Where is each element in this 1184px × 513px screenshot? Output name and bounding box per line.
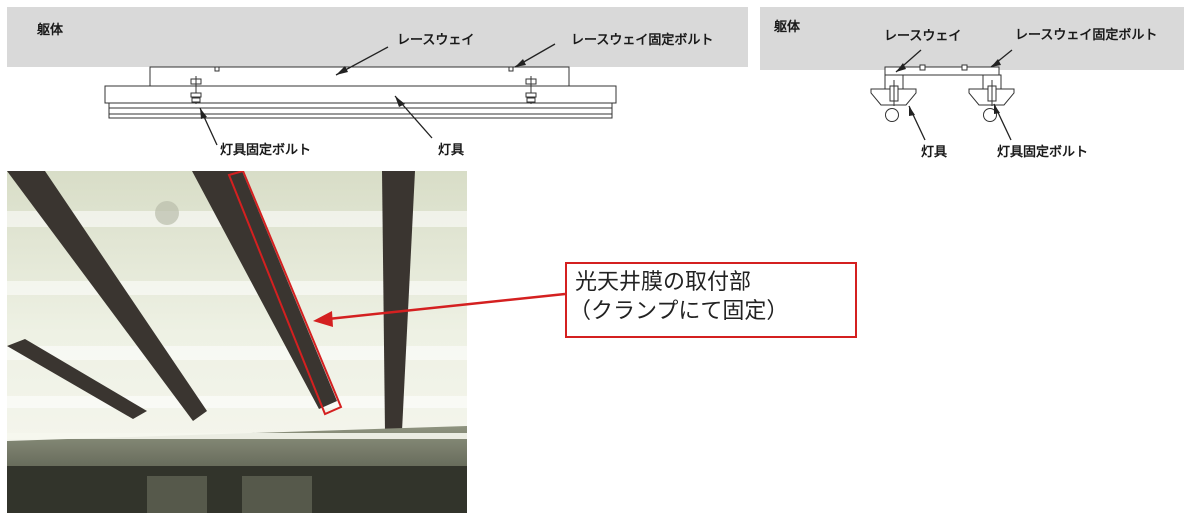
structure-band-right [760, 7, 1184, 70]
callout-box: 光天井膜の取付部 （クランプにて固定） [565, 262, 857, 338]
callout-line-1: 光天井膜の取付部 [575, 270, 752, 295]
raceway-bolt-label: レースウェイ固定ボルト [571, 33, 714, 48]
beam-4 [7, 339, 147, 419]
fixture-label-right: 灯具 [921, 145, 948, 160]
fixture-bolt-label-right: 灯具固定ボルト [997, 145, 1089, 160]
raceway-label-right: レースウェイ [884, 29, 962, 44]
fixture-bolt-label: 灯具固定ボルト [220, 143, 312, 158]
structure-band-left [7, 7, 748, 67]
ceiling-photo [7, 171, 467, 513]
attachment-highlight-frame [227, 171, 343, 416]
raceway-bolt-label-right: レースウェイ固定ボルト [1015, 28, 1158, 43]
raceway-label: レースウェイ [397, 33, 475, 48]
beam-1 [7, 171, 207, 421]
structure-label-right: 躯体 [774, 20, 801, 35]
fixture-bolt-right [525, 76, 537, 104]
left-diagram [104, 43, 1015, 146]
fixture-label: 灯具 [438, 143, 465, 158]
beam-3 [382, 171, 415, 433]
structure-label: 躯体 [37, 23, 64, 38]
fixture-bolt-left [190, 76, 202, 104]
callout-line-2: （クランプにて固定） [569, 299, 789, 324]
right-diagram [870, 64, 1015, 122]
beam-2 [192, 171, 337, 409]
